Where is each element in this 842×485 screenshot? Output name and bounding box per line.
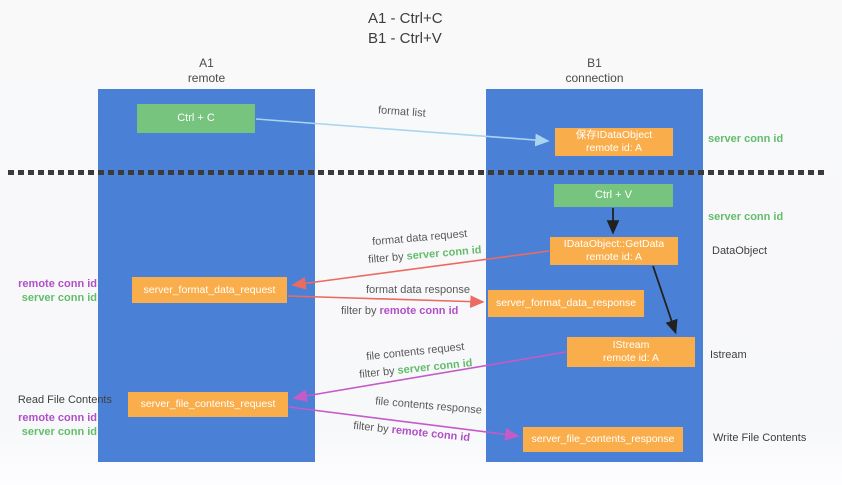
remote-conn-id-text: remote conn id xyxy=(379,305,459,317)
annotation-write-file-contents: Write File Contents xyxy=(713,432,807,444)
annotation-dataobject: DataObject xyxy=(712,245,768,257)
server-conn-id-annotation: server conn id xyxy=(21,292,97,304)
annotation-left-bottom-conn-ids: remote conn id server conn id xyxy=(0,411,97,439)
lane-b1-name: B1 xyxy=(587,56,602,70)
lane-a1-subtitle: remote xyxy=(187,71,226,85)
node-save-idataobject-line2: remote id: A xyxy=(585,142,643,154)
node-save-idataobject-line1: 保存IDataObject xyxy=(575,129,653,141)
label-format-data-response: format data response xyxy=(366,284,470,296)
node-ctrl-c: Ctrl + C xyxy=(137,104,255,133)
label-format-data-request: format data request xyxy=(371,227,468,249)
label-filter-by-remote-conn-id-2: filter by remote conn id xyxy=(353,420,471,444)
filter-by-text: filter by xyxy=(341,305,380,317)
node-istream-line1: IStream xyxy=(612,339,650,351)
node-server-format-data-response-label: server_format_data_response xyxy=(495,297,637,309)
lane-a1-header: A1 remote xyxy=(98,56,315,86)
remote-conn-id-annotation: remote conn id xyxy=(18,278,97,290)
node-ctrl-c-label: Ctrl + C xyxy=(177,112,215,124)
annotation-read-file-contents: Read File Contents xyxy=(17,394,112,406)
node-server-file-contents-response-label: server_file_contents_response xyxy=(531,433,675,445)
server-conn-id-text: server conn id xyxy=(406,244,483,263)
filter-by-text: filter by xyxy=(358,364,399,381)
node-ctrl-v-label: Ctrl + V xyxy=(595,189,632,201)
remote-conn-id-annotation: remote conn id xyxy=(18,412,97,424)
dotted-separator-line xyxy=(8,170,826,175)
title-line-2: B1 - Ctrl+V xyxy=(368,30,442,47)
annotation-server-conn-id-mid: server conn id xyxy=(708,211,784,223)
node-server-file-contents-request-label: server_file_contents_request xyxy=(140,398,276,410)
lane-a1-name: A1 xyxy=(199,56,214,70)
annotation-server-conn-id-top: server conn id xyxy=(708,133,784,145)
arrow-format-data-response xyxy=(287,295,485,309)
diagram-title: A1 - Ctrl+C B1 - Ctrl+V xyxy=(368,9,443,49)
node-server-file-contents-response: server_file_contents_response xyxy=(523,427,683,452)
lane-b1-header: B1 connection xyxy=(486,56,703,86)
node-istream: IStream remote id: A xyxy=(567,337,695,367)
node-istream-line2: remote id: A xyxy=(602,352,660,364)
filter-by-text: filter by xyxy=(367,250,408,266)
server-conn-id-text: server conn id xyxy=(396,357,474,377)
node-server-format-data-request: server_format_data_request xyxy=(132,277,287,303)
filter-by-text: filter by xyxy=(352,419,393,436)
node-save-idataobject: 保存IDataObject remote id: A xyxy=(555,128,673,156)
label-file-contents-response: file contents response xyxy=(374,395,483,417)
node-server-file-contents-request: server_file_contents_request xyxy=(128,392,288,417)
label-filter-by-remote-conn-id-1: filter by remote conn id xyxy=(341,305,458,317)
lane-b1-subtitle: connection xyxy=(565,71,624,85)
label-filter-by-server-conn-id-1: filter by server conn id xyxy=(368,244,482,266)
node-getdata-line2: remote id: A xyxy=(585,251,643,263)
annotation-istream: Istream xyxy=(710,349,747,361)
server-conn-id-annotation: server conn id xyxy=(21,426,97,438)
node-getdata-line1: IDataObject::GetData xyxy=(563,238,665,250)
node-server-format-data-response: server_format_data_response xyxy=(488,290,644,317)
label-format-list: format list xyxy=(377,104,427,120)
node-server-format-data-request-label: server_format_data_request xyxy=(143,283,276,296)
node-getdata: IDataObject::GetData remote id: A xyxy=(550,237,678,265)
annotation-left-mid-conn-ids: remote conn id server conn id xyxy=(0,277,97,305)
node-ctrl-v: Ctrl + V xyxy=(554,184,673,207)
title-line-1: A1 - Ctrl+C xyxy=(368,10,443,27)
remote-conn-id-text: remote conn id xyxy=(390,423,471,445)
